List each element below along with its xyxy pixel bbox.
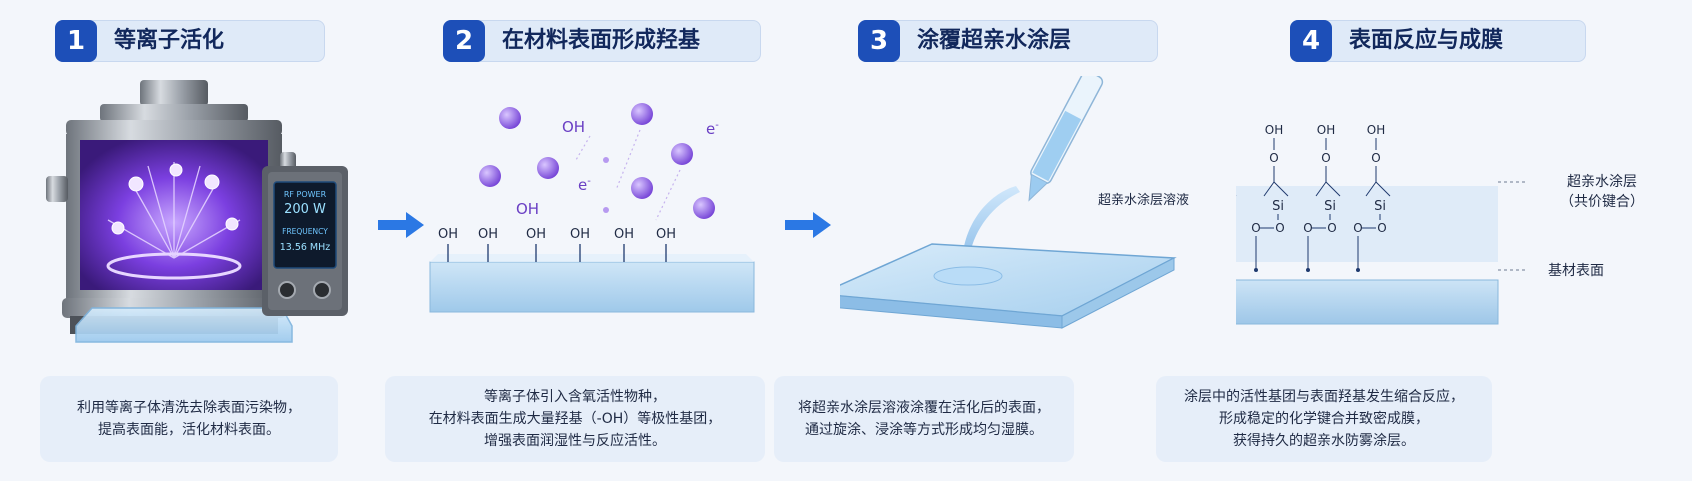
- step-2-title: 在材料表面形成羟基: [502, 28, 701, 53]
- small-radicals: [603, 157, 609, 213]
- substrate-block: [1236, 279, 1499, 325]
- oxygen-label: O: [1353, 221, 1362, 235]
- oxygen-label: O: [1377, 221, 1386, 235]
- bond: [1263, 181, 1275, 197]
- chamber-top-flange: [66, 120, 282, 136]
- coating-layer: [1236, 186, 1498, 262]
- step-4: 4 表面反应与成膜 OHOSiOOOHOSiOOOHOSiOOOHOSiOOOH…: [1156, 0, 1692, 481]
- oxygen-label: O: [1327, 221, 1336, 235]
- step-4-header: 4 表面反应与成膜: [1290, 20, 1586, 62]
- bond: [1273, 181, 1289, 197]
- hydroxyl-formation-illustration: OH OH e- e- OH OH OH OH OH OH: [429, 103, 755, 313]
- step-4-caption-line-2: 形成稳定的化学键合并致密成膜，: [1219, 411, 1429, 427]
- condensation-film-illustration: OHOSiOOOHOSiOOOHOSiOOOHOSiOOOHOSiOOOHOSi…: [1236, 123, 1644, 325]
- step-4-caption: 涂层中的活性基团与表面羟基发生缩合反应， 形成稳定的化学键合并致密成膜， 获得持…: [1156, 376, 1492, 462]
- oxygen-label: O: [1269, 151, 1278, 165]
- oxygen-label: O: [1275, 221, 1284, 235]
- bond: [1315, 181, 1327, 197]
- silicon-label: Si: [1272, 199, 1284, 214]
- step-2: 2 在材料表面形成羟基 OH OH e- e-: [385, 0, 790, 481]
- liquid-puddle: [933, 266, 1003, 286]
- step-3-number: 3: [858, 20, 900, 62]
- oxygen-label: O: [1371, 151, 1380, 165]
- surface-hydroxyl-label: OH: [478, 227, 498, 242]
- step-1-caption: 利用等离子体清洗去除表面污染物， 提高表面能，活化材料表面。: [40, 376, 338, 462]
- electron-label-1: e-: [706, 120, 719, 138]
- coating-label-line-1: 超亲水涂层: [1567, 174, 1637, 190]
- rf-controller-screen: [273, 181, 337, 269]
- pipette: [1028, 76, 1104, 202]
- oh-radical-label-1: OH: [562, 118, 585, 136]
- solution-label: 超亲水涂层溶液: [1098, 192, 1189, 208]
- top-hydroxyl-label: OH: [1265, 123, 1283, 137]
- motion-trails: [575, 129, 681, 221]
- rf-power-value: 200 W: [284, 202, 326, 217]
- plasma-particles: [111, 163, 239, 235]
- oxygen-label: O: [1303, 221, 1312, 235]
- oxygen-label: O: [1251, 221, 1260, 235]
- step-2-header: 2 在材料表面形成羟基: [443, 20, 761, 62]
- anchor-point: [1356, 268, 1360, 272]
- step-4-caption-line-1: 涂层中的活性基团与表面羟基发生缩合反应，: [1184, 389, 1464, 405]
- top-hydroxyl-label: OH: [1317, 123, 1335, 137]
- flow-arrow-2: [785, 212, 831, 238]
- step-3-caption: 将超亲水涂层溶液涂覆在活化后的表面， 通过旋涂、浸涂等方式形成均匀湿膜。: [774, 376, 1074, 462]
- oxygen-radicals: [479, 103, 715, 219]
- glass-plate-side: [1061, 257, 1175, 329]
- step-4-title: 表面反应与成膜: [1349, 28, 1504, 53]
- flow-arrow-1: [378, 212, 424, 238]
- bond: [1325, 181, 1341, 197]
- chamber-lid: [100, 104, 248, 122]
- step-2-caption-line-1: 等离子体引入含氧活性物种，: [484, 389, 666, 405]
- step-1-caption-line-2: 提高表面能，活化材料表面。: [98, 422, 280, 438]
- surface-hydroxyl-label: OH: [526, 227, 546, 242]
- chamber-top-knob: [140, 80, 208, 106]
- oh-radical-label-2: OH: [516, 200, 539, 218]
- electron-label-2: e-: [578, 176, 591, 194]
- step-1: 1 等离子活化: [0, 0, 348, 481]
- substrate-top-face: [430, 254, 754, 262]
- step-3-header: 3 涂覆超亲水涂层: [858, 20, 1158, 62]
- surface-hydroxyl-label: OH: [438, 227, 458, 242]
- rf-power-label: RF POWER: [284, 190, 327, 199]
- bond: [1365, 181, 1377, 197]
- anchor-point: [1306, 268, 1310, 272]
- oxygen-label: O: [1321, 151, 1330, 165]
- step-3-caption-line-1: 将超亲水涂层溶液涂覆在活化后的表面，: [798, 400, 1050, 416]
- substrate-label: 基材表面: [1548, 262, 1604, 279]
- coating-label-line-2: （共价键合）: [1560, 194, 1644, 210]
- coating-application-illustration: 超亲水涂层溶液: [840, 76, 1189, 329]
- step-3-title: 涂覆超亲水涂层: [917, 28, 1072, 53]
- rf-frequency-value: 13.56 MHz: [280, 242, 331, 253]
- anchor-point: [1254, 268, 1258, 272]
- step-3: 3 涂覆超亲水涂层 超亲水涂层溶液 将超亲水涂层溶液涂覆在活化后的表面， 通过旋…: [774, 0, 1220, 481]
- step-3-caption-line-2: 通过旋涂、浸涂等方式形成均匀湿膜。: [805, 422, 1043, 438]
- siloxane-network: OHOSiOOOHOSiOOOHOSiOOOHOSiOOOHOSiOOOHOSi…: [1236, 123, 1391, 272]
- rf-frequency-label: FREQUENCY: [282, 227, 328, 236]
- surface-hydroxyl-label: OH: [614, 227, 634, 242]
- surface-hydroxyls: OH OH OH OH OH OH: [438, 227, 676, 262]
- step-2-caption: 等离子体引入含氧活性物种， 在材料表面生成大量羟基（-OH）等极性基团， 增强表…: [385, 376, 765, 462]
- step-2-number: 2: [443, 20, 485, 62]
- step-2-caption-line-2: 在材料表面生成大量羟基（-OH）等极性基团，: [428, 411, 722, 427]
- top-hydroxyl-label: OH: [1367, 123, 1385, 137]
- chamber-left-knob: [46, 176, 68, 202]
- substrate-block: [429, 261, 755, 313]
- step-4-number: 4: [1290, 20, 1332, 62]
- controller-dial-right[interactable]: [313, 281, 331, 299]
- controller-dial-left[interactable]: [278, 281, 296, 299]
- glass-sample-plate: [75, 307, 293, 343]
- step-1-number: 1: [55, 20, 97, 62]
- step-1-caption-line-1: 利用等离子体清洗去除表面污染物，: [77, 400, 301, 416]
- surface-hydroxyl-label: OH: [570, 227, 590, 242]
- bond: [1375, 181, 1391, 197]
- step-1-title: 等离子活化: [114, 28, 225, 53]
- silicon-label: Si: [1324, 199, 1336, 214]
- silicon-label: Si: [1374, 199, 1386, 214]
- step-2-caption-line-3: 增强表面润湿性与反应活性。: [484, 433, 666, 449]
- surface-hydroxyl-label: OH: [656, 227, 676, 242]
- step-4-caption-line-3: 获得持久的超亲水防雾涂层。: [1233, 433, 1415, 449]
- step-1-header: 1 等离子活化: [55, 20, 325, 62]
- plasma-chamber-illustration: RF POWER 200 W FREQUENCY 13.56 MHz: [46, 80, 348, 343]
